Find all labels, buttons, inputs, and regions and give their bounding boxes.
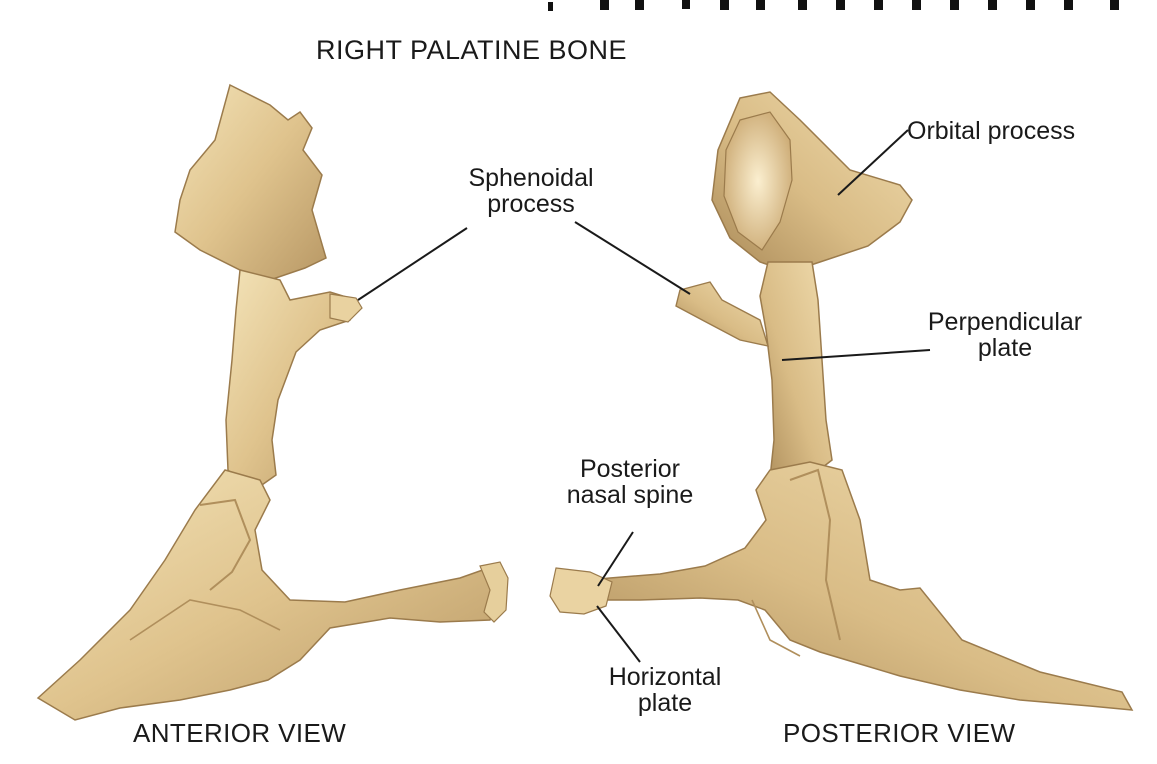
label-perpendicular-line2: plate — [890, 335, 1120, 361]
anterior-sphenoidal-tip — [330, 294, 362, 322]
label-horizontal-line1: Horizontal — [580, 664, 750, 690]
posterior-perpendicular-plate — [760, 262, 832, 488]
label-horizontal-plate: Horizontal plate — [580, 664, 750, 716]
label-perpendicular-line1: Perpendicular — [890, 309, 1120, 335]
leader-sphenoidal-anterior — [358, 228, 467, 300]
anterior-lower-body — [38, 470, 500, 720]
posterior-bone — [550, 92, 1132, 710]
label-posterior-nasal-line2: nasal spine — [530, 482, 730, 508]
posterior-horizontal-plate-end — [550, 568, 612, 614]
label-posterior-nasal-line1: Posterior — [530, 456, 730, 482]
leader-horizontal-plate — [597, 606, 640, 662]
label-horizontal-line2: plate — [580, 690, 750, 716]
anterior-orbital-process — [175, 85, 326, 280]
posterior-sphenoidal-process — [676, 282, 768, 346]
label-sphenoidal-line2: process — [436, 191, 626, 217]
label-sphenoidal-process: Sphenoidal process — [436, 165, 626, 217]
leader-sphenoidal-posterior — [575, 222, 690, 294]
diagram-title: RIGHT PALATINE BONE — [316, 35, 627, 66]
anterior-view-caption: ANTERIOR VIEW — [133, 718, 346, 749]
label-sphenoidal-line1: Sphenoidal — [436, 165, 626, 191]
label-perpendicular-plate: Perpendicular plate — [890, 309, 1120, 361]
label-orbital-process: Orbital process — [907, 118, 1075, 144]
posterior-view-caption: POSTERIOR VIEW — [783, 718, 1015, 749]
label-posterior-nasal-spine: Posterior nasal spine — [530, 456, 730, 508]
